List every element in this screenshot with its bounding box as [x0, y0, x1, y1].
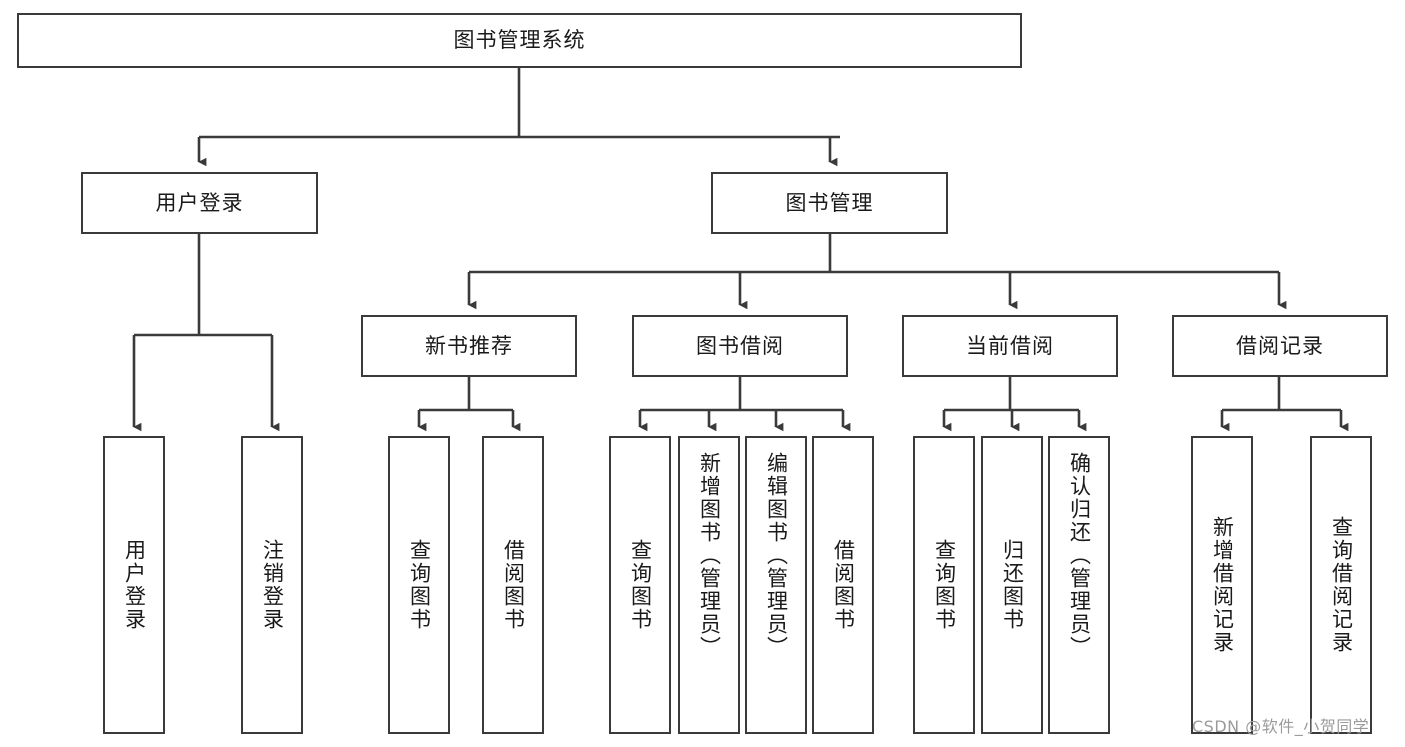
node-label: 图书管理: [785, 190, 874, 215]
leaf-new-book-query-book[interactable]: 查询图书: [388, 436, 450, 734]
csdn-watermark: CSDN @软件_小贺同学: [1192, 717, 1370, 736]
node-label: 当前借阅: [966, 333, 1054, 358]
leaf-borrow-record-add-record[interactable]: 新增借阅记录: [1191, 436, 1253, 734]
node-label: 确认归还（管理员）: [1067, 452, 1092, 659]
node-new-book-recommend[interactable]: 新书推荐: [361, 315, 577, 377]
node-label: 归还图书: [1000, 539, 1025, 631]
leaf-book-borrow-query-book[interactable]: 查询图书: [609, 436, 671, 734]
node-label: 借阅图书: [831, 539, 856, 631]
node-label: 借阅记录: [1236, 333, 1324, 358]
leaf-user-login-signout[interactable]: 注销登录: [241, 436, 303, 734]
leaf-new-book-borrow-book[interactable]: 借阅图书: [482, 436, 544, 734]
leaf-book-borrow-edit-book-admin[interactable]: 编辑图书（管理员）: [745, 436, 807, 734]
node-label: 新增借阅记录: [1210, 516, 1235, 654]
leaf-current-borrow-return-book[interactable]: 归还图书: [981, 436, 1043, 734]
node-label: 查询图书: [628, 539, 653, 631]
node-borrow-record[interactable]: 借阅记录: [1172, 315, 1388, 377]
node-label: 图书管理系统: [453, 28, 586, 53]
node-label: 注销登录: [260, 539, 285, 631]
node-book-borrow[interactable]: 图书借阅: [632, 315, 848, 377]
node-label: 查询图书: [407, 539, 432, 631]
node-label: 查询借阅记录: [1329, 516, 1354, 654]
leaf-book-borrow-borrow-book[interactable]: 借阅图书: [812, 436, 874, 734]
node-root-book-management-system[interactable]: 图书管理系统: [17, 13, 1022, 68]
leaf-current-borrow-confirm-return-admin[interactable]: 确认归还（管理员）: [1048, 436, 1110, 734]
node-label: 图书借阅: [696, 333, 784, 358]
node-user-login[interactable]: 用户登录: [81, 172, 318, 234]
node-label: 编辑图书（管理员）: [764, 452, 789, 659]
leaf-borrow-record-query-record[interactable]: 查询借阅记录: [1310, 436, 1372, 734]
node-label: 新书推荐: [425, 333, 513, 358]
node-label: 新增图书（管理员）: [697, 452, 722, 659]
node-label: 用户登录: [122, 539, 147, 631]
node-label: 查询图书: [932, 539, 957, 631]
node-label: 用户登录: [155, 190, 244, 215]
node-book-management[interactable]: 图书管理: [711, 172, 948, 234]
node-label: 借阅图书: [501, 539, 526, 631]
leaf-user-login-signin[interactable]: 用户登录: [103, 436, 165, 734]
leaf-book-borrow-add-book-admin[interactable]: 新增图书（管理员）: [678, 436, 740, 734]
leaf-current-borrow-query-book[interactable]: 查询图书: [913, 436, 975, 734]
node-current-borrow[interactable]: 当前借阅: [902, 315, 1118, 377]
